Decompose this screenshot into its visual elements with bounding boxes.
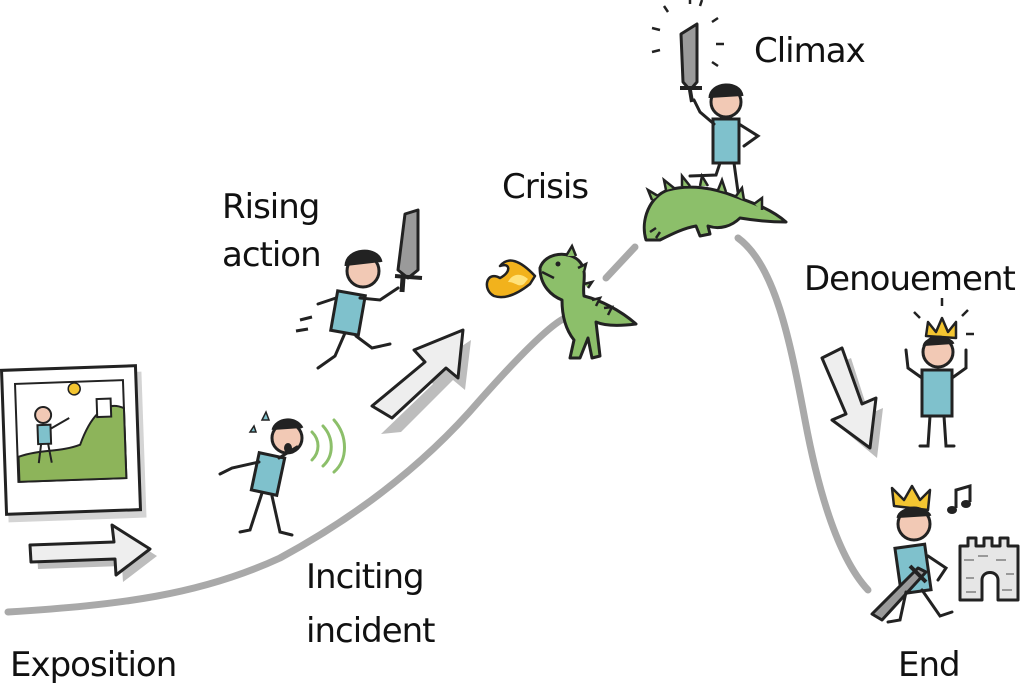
fire-icon: [485, 259, 537, 299]
story-arc-climb: [602, 243, 639, 282]
dragon-icon: [538, 243, 638, 360]
framed-picture-icon: [0, 364, 147, 523]
label-denouement: Denouement: [804, 259, 1016, 299]
up-right-arrow-icon: [370, 328, 471, 434]
label-inciting-line1: Inciting: [306, 557, 424, 597]
label-exposition: Exposition: [10, 645, 176, 685]
crowned-hero-icon: [904, 298, 974, 448]
castle-icon: [958, 536, 1020, 602]
story-arc-rising: [4, 314, 569, 616]
label-inciting-line2: incident: [306, 611, 435, 651]
scared-hero-icon: [218, 410, 346, 537]
victorious-hero-icon: [651, 0, 761, 194]
running-hero-icon: [295, 208, 423, 370]
music-note-icon: [947, 484, 972, 514]
label-end: End: [898, 645, 960, 685]
right-arrow-icon: [28, 523, 157, 582]
singing-king-icon: [870, 484, 954, 624]
story-arc-falling: [734, 234, 872, 594]
label-climax: Climax: [754, 31, 866, 71]
label-crisis: Crisis: [502, 167, 588, 207]
label-rising-line1: Rising: [222, 187, 319, 227]
slain-dragon-icon: [642, 172, 788, 242]
label-rising-line2: action: [222, 235, 321, 275]
down-arrow-icon: [820, 346, 883, 458]
